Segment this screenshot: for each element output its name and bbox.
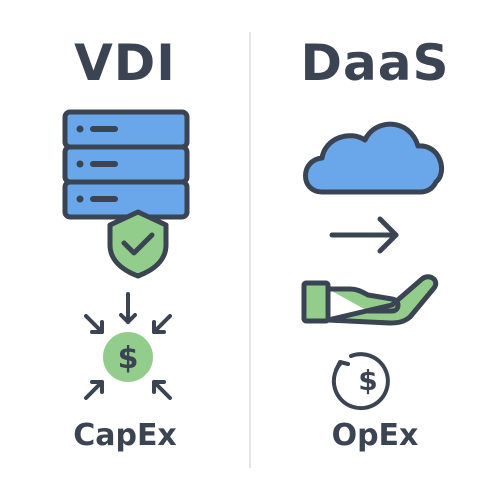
right-arrow-icon	[329, 216, 399, 254]
opex-label: OpEx	[331, 418, 419, 453]
shield-check-icon	[107, 209, 169, 279]
daas-title: DaaS	[300, 34, 450, 92]
inward-arrows-icon	[84, 292, 172, 400]
server-rack-icon	[62, 109, 190, 220]
recurring-dollar-icon: $	[331, 352, 390, 411]
dollar-coin-icon: $	[103, 332, 153, 382]
column-divider	[249, 32, 251, 468]
capex-label: CapEx	[73, 418, 177, 453]
open-hand-icon	[301, 274, 439, 326]
cloud-icon	[303, 121, 445, 195]
svg-text:$: $	[118, 341, 139, 376]
svg-text:$: $	[358, 364, 377, 397]
vdi-title: VDI	[74, 34, 176, 92]
